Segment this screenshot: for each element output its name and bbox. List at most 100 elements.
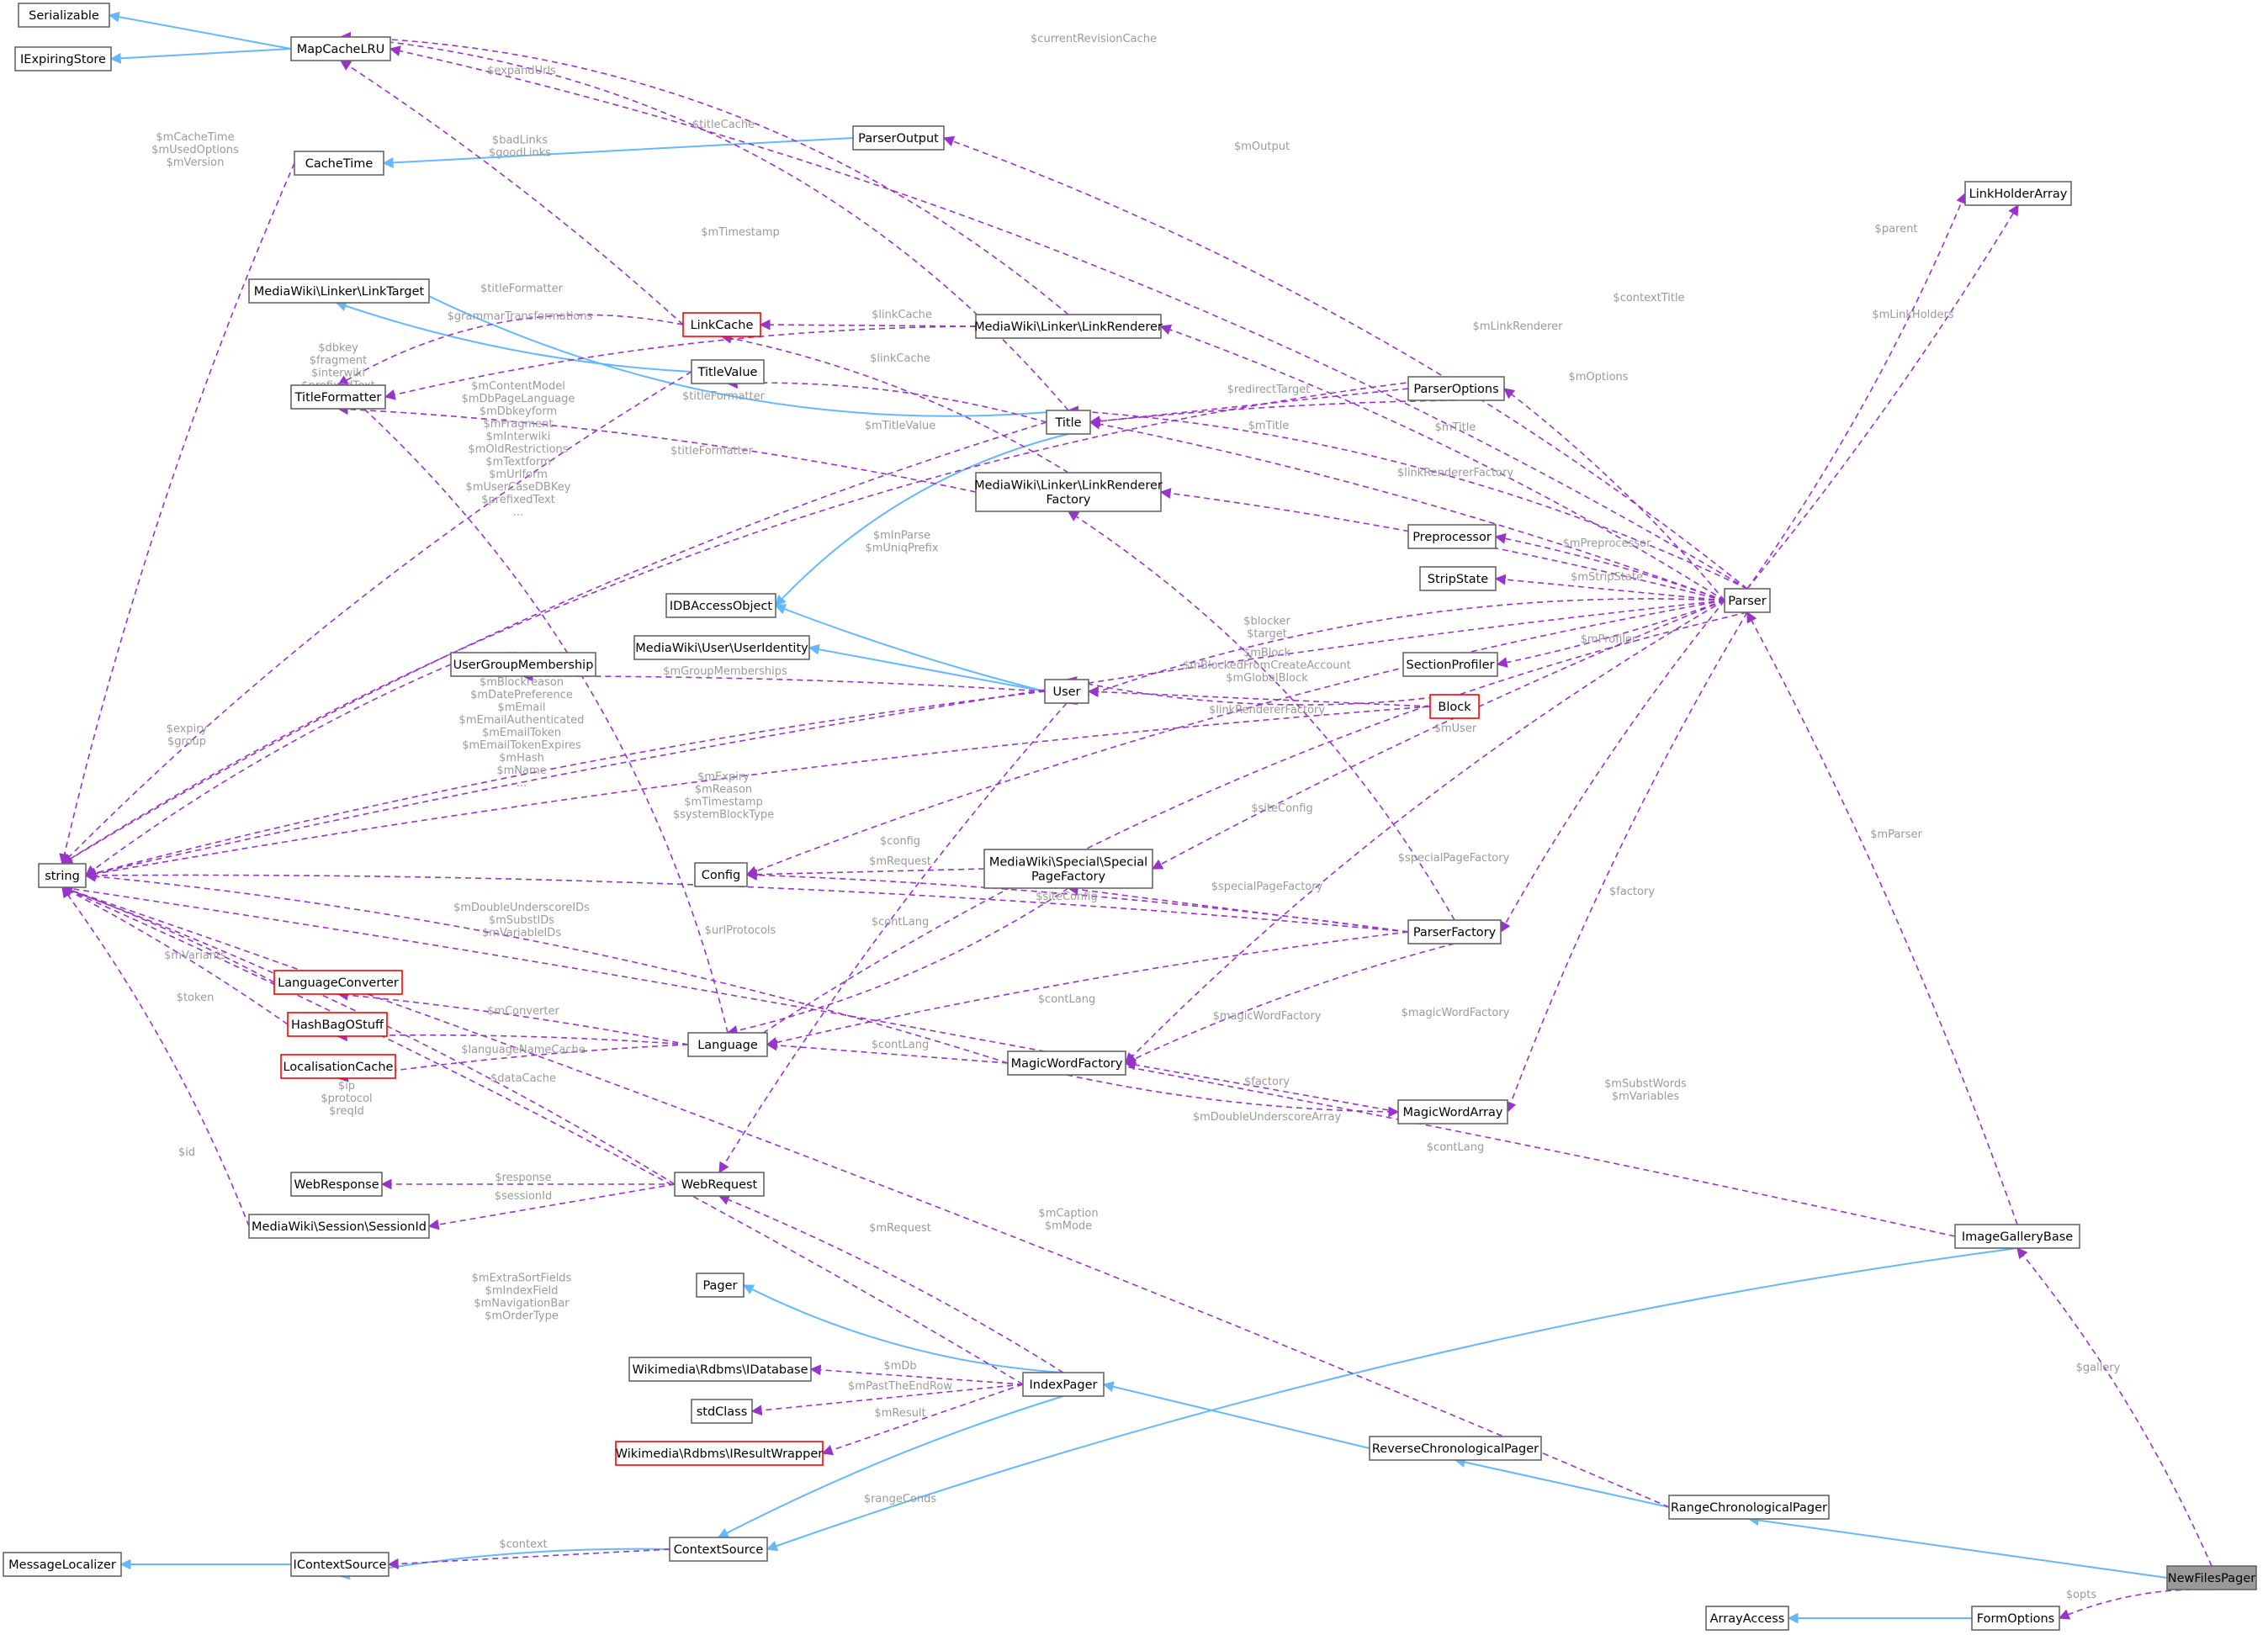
class-node-iexpiringstore[interactable]: IExpiringStore (14, 46, 112, 71)
class-node-box (1954, 1224, 2080, 1249)
class-node-box (1407, 524, 1497, 549)
class-node-icontextsource[interactable]: IContextSource (290, 1552, 389, 1577)
class-node-label: StripState (1428, 573, 1489, 586)
class-node-preprocessor[interactable]: Preprocessor (1407, 524, 1497, 549)
usage-edge-LinkRenderer-TitleFormatter (384, 325, 977, 400)
inheritance-edge-TitleValue-LinkTarget (335, 300, 692, 373)
class-node-reversechronologicalpager[interactable]: ReverseChronologicalPager (1369, 1436, 1542, 1461)
class-node-magicwordfactory[interactable]: MagicWordFactory (1007, 1050, 1126, 1076)
edge-label: $dataCache (490, 1072, 556, 1085)
usage-edge-IndexPager-IResultWrapper (821, 1384, 1024, 1456)
edge-label: $mPastTheEndRow (848, 1380, 952, 1393)
class-node-useridentity[interactable]: MediaWiki\User\UserIdentity (633, 635, 810, 660)
usage-edge-UserGroupMembership-string (84, 664, 452, 876)
class-node-messagelocalizer[interactable]: MessageLocalizer (3, 1552, 122, 1577)
class-node-label: MagicWordArray (1403, 1106, 1503, 1119)
class-node-stdclass[interactable]: stdClass (691, 1399, 753, 1424)
edge-label: $blocker$target (1243, 616, 1290, 641)
class-node-linkcache[interactable]: LinkCache (682, 312, 761, 337)
edge-label: $sessionId (495, 1190, 552, 1203)
class-node-serializable[interactable]: Serializable (18, 3, 110, 28)
class-node-box (1007, 1050, 1126, 1076)
class-node-config[interactable]: Config (694, 862, 748, 887)
class-node-sectionprofiler[interactable]: SectionProfiler (1402, 652, 1498, 677)
usage-edge-NewFilesPager-ImageGalleryBase (2016, 1246, 2212, 1567)
class-node-box (665, 593, 776, 618)
class-node-parser[interactable]: Parser (1724, 588, 1771, 613)
class-node-hashbagostuff[interactable]: HashBagOStuff (287, 1012, 388, 1037)
class-node-pager[interactable]: Pager (696, 1273, 745, 1298)
class-node-user[interactable]: User (1044, 679, 1089, 704)
class-node-titleformatter[interactable]: TitleFormatter (290, 384, 386, 410)
usage-edge-Parser-User (1065, 598, 1725, 706)
class-node-formoptions[interactable]: FormOptions (1971, 1606, 2060, 1631)
class-node-webrequest[interactable]: WebRequest (674, 1172, 765, 1197)
edge-label: $badLinks$goodLinks (489, 135, 551, 160)
edge-label: $mConverter (487, 1005, 559, 1018)
class-node-idatabase[interactable]: Wikimedia\Rdbms\IDatabase (628, 1357, 812, 1382)
class-node-newfilespager[interactable]: NewFilesPager (2166, 1565, 2257, 1590)
class-node-linktarget[interactable]: MediaWiki\Linker\LinkTarget (248, 278, 430, 304)
class-node-label: ReverseChronologicalPager (1372, 1442, 1539, 1456)
class-node-indexpager[interactable]: IndexPager (1022, 1372, 1105, 1397)
class-node-languageconverter[interactable]: LanguageConverter (273, 970, 403, 995)
class-node-title[interactable]: Title (1046, 410, 1091, 435)
class-node-iresultwrapper[interactable]: Wikimedia\Rdbms\IResultWrapper (615, 1441, 824, 1466)
usage-edge-Language-LanguageConverter (336, 989, 689, 1045)
edge-label: $mTitle (1248, 420, 1290, 432)
class-node-mapcachelru[interactable]: MapCacheLRU (290, 36, 391, 61)
edge-label: $titleFormatter (480, 283, 564, 295)
class-node-magicwordarray[interactable]: MagicWordArray (1397, 1099, 1508, 1124)
class-node-rangechronologicalpager[interactable]: RangeChronologicalPager (1668, 1495, 1830, 1520)
class-node-label: NewFilesPager (2168, 1572, 2256, 1585)
usage-edge-LinkRendererFactory-LinkCache (720, 332, 1069, 474)
class-node-imagegallerybase[interactable]: ImageGalleryBase (1954, 1224, 2080, 1249)
class-node-parseroutput[interactable]: ParserOutput (852, 125, 945, 151)
class-node-cachetime[interactable]: CacheTime (294, 151, 384, 176)
edge-label: $mLinkHolders (1872, 309, 1953, 321)
edge-label: $mDoubleUnderscoreIDs$mSubstIDs$mVariabl… (453, 902, 590, 939)
class-node-label: string (45, 870, 80, 883)
edge-label: $mExtraSortFields$mIndexField$mNavigatio… (472, 1273, 572, 1323)
edge-label: $factory (1244, 1076, 1290, 1088)
class-node-linkrenderer[interactable]: MediaWiki\Linker\LinkRenderer (974, 314, 1163, 339)
usage-edge-Parser-Title (1089, 418, 1725, 601)
edge-label: $mParser (1870, 828, 1922, 841)
class-node-usergroupmembership[interactable]: UserGroupMembership (450, 652, 596, 677)
class-node-arrayaccess[interactable]: ArrayAccess (1705, 1606, 1789, 1631)
class-node-contextsource[interactable]: ContextSource (669, 1537, 768, 1562)
edge-label: $titleFormatter (682, 390, 766, 403)
edge-label: $mVariants (164, 950, 226, 962)
class-node-language[interactable]: Language (687, 1032, 768, 1057)
class-node-label: IContextSource (294, 1558, 387, 1572)
inheritance-edge-MapCacheLRU-IExpiringStore (109, 48, 292, 64)
class-node-box (975, 314, 1162, 339)
class-node-webresponse[interactable]: WebResponse (290, 1172, 383, 1197)
edge-label: $mSubstWords$mVariables (1604, 1078, 1687, 1103)
class-node-box (1046, 410, 1091, 435)
edge-label: $titleFormatter (670, 445, 754, 458)
usage-edge-LinkCache-MapCacheLRU (339, 60, 684, 325)
class-node-box (290, 384, 386, 410)
class-node-box (694, 862, 748, 887)
edge-label: $mGroupMemberships (663, 665, 787, 678)
class-node-string[interactable]: string (38, 863, 87, 888)
class-node-localisationcache[interactable]: LocalisationCache (280, 1054, 396, 1079)
edge-label: $siteConfig (1036, 891, 1097, 903)
class-node-parserfactory[interactable]: ParserFactory (1407, 919, 1502, 944)
class-node-titlevalue[interactable]: TitleValue (691, 359, 765, 384)
class-node-label: Config (702, 869, 741, 882)
edge-label: $mCaption$mMode (1038, 1208, 1098, 1233)
class-node-idbaccessobject[interactable]: IDBAccessObject (665, 593, 776, 618)
class-node-stripstate[interactable]: StripState (1419, 566, 1497, 591)
usage-edge-User-UserGroupMembership (522, 670, 1046, 692)
class-node-label: MediaWiki\Linker\LinkRenderer (974, 320, 1163, 334)
class-node-linkholderarray[interactable]: LinkHolderArray (1964, 181, 2072, 206)
class-node-parseroptions[interactable]: ParserOptions (1407, 376, 1505, 401)
class-node-sessionid[interactable]: MediaWiki\Session\SessionId (248, 1214, 430, 1239)
usage-edge-LanguageConverter-string (61, 885, 275, 983)
class-node-block[interactable]: Block (1429, 694, 1480, 719)
inheritance-edge-MapCacheLRU-Serializable (108, 11, 292, 50)
